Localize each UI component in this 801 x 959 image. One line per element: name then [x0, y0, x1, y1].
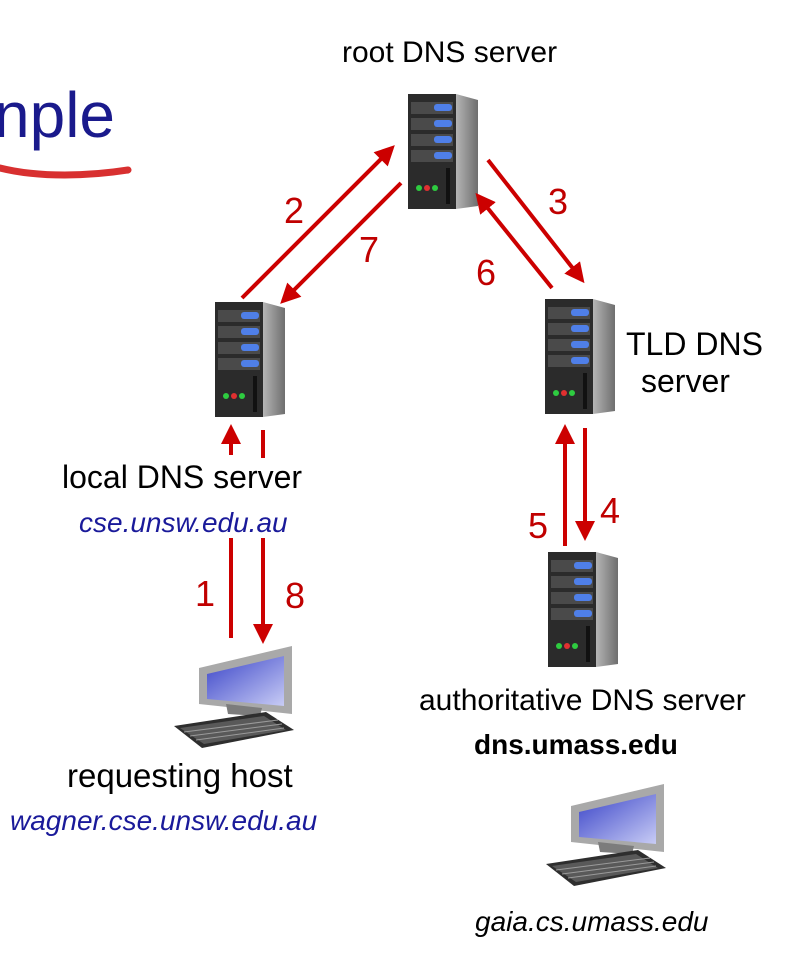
tld-server-label-line1: TLD DNS	[626, 326, 763, 362]
authoritative-server-label: authoritative DNS server	[419, 684, 746, 717]
title-underline	[0, 164, 132, 179]
arrow-step-7	[280, 181, 403, 304]
target-host-domain: gaia.cs.umass.edu	[475, 906, 709, 937]
step-number-7: 7	[359, 229, 380, 270]
arrow-step-3	[486, 158, 585, 284]
authoritative-server-domain: dns.umass.edu	[474, 729, 678, 760]
local-server-label: local DNS server	[62, 459, 303, 495]
local-server-domain: cse.unsw.edu.au	[79, 507, 288, 538]
requesting-host-label: requesting host	[67, 757, 293, 794]
slide-title-fragment: nple	[0, 79, 115, 151]
arrow-step-6	[475, 192, 554, 290]
step-number-5: 5	[528, 505, 549, 546]
step-number-8: 8	[285, 575, 306, 616]
arrow-step-2	[240, 145, 395, 300]
tld-server-icon	[545, 299, 615, 414]
step-number-4: 4	[600, 490, 621, 531]
authoritative-server-icon	[548, 552, 618, 667]
tld-server-label-line2: server	[641, 363, 730, 399]
requesting-host-domain: wagner.cse.unsw.edu.au	[10, 805, 318, 836]
step-number-6: 6	[476, 252, 497, 293]
local-server-icon	[215, 302, 285, 417]
root-server-icon	[408, 94, 478, 209]
step-number-3: 3	[548, 181, 569, 222]
requesting-host-icon	[173, 645, 295, 749]
step-number-2: 2	[284, 190, 305, 231]
target-host-icon	[545, 783, 667, 887]
step-number-1: 1	[195, 573, 216, 614]
root-server-label: root DNS server	[342, 36, 558, 69]
